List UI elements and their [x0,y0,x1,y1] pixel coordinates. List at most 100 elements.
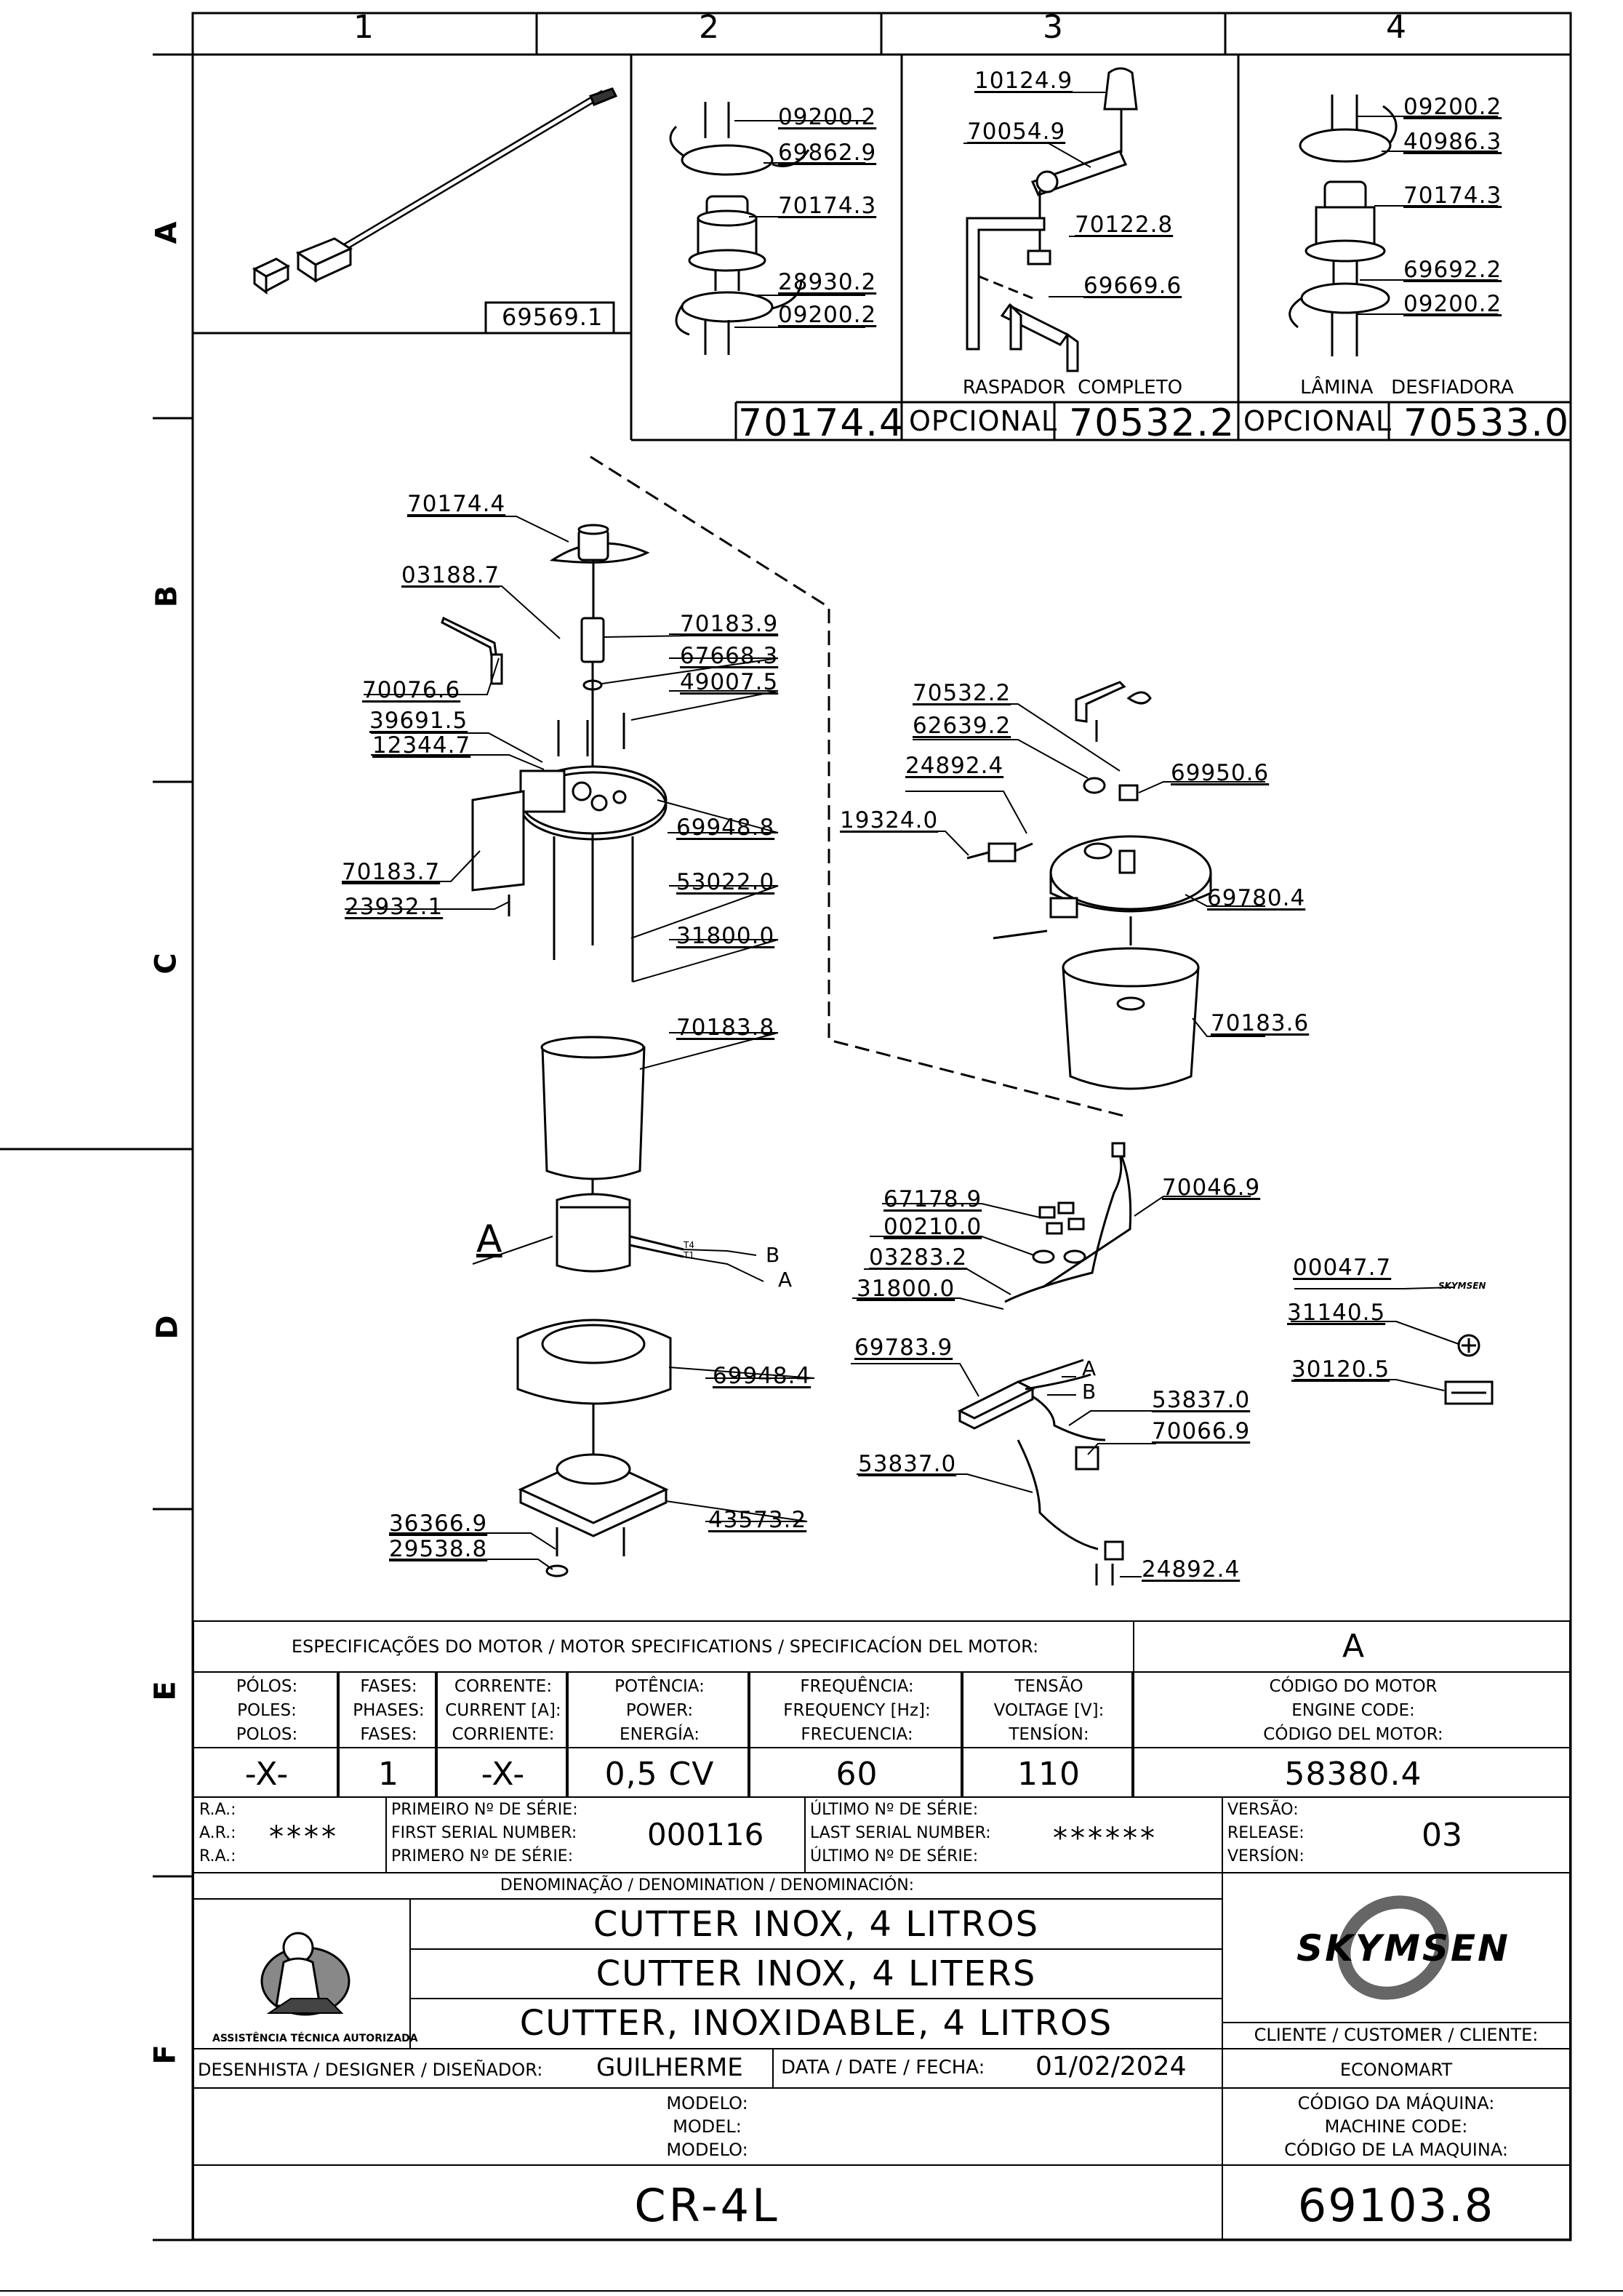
motor-spec-header-cell: FASES: PHASES: FASES: [338,1671,436,1748]
kit-code-70174-4: 70174.4 [738,401,905,445]
part-number: 36366.9 [389,1511,488,1537]
part-number: 70122.8 [1075,212,1174,238]
row-label-A: A [150,221,184,244]
column-label-1: 1 [353,9,374,46]
model-label: MODELO: [666,2093,748,2113]
part-number: 00210.0 [883,1214,982,1240]
part-number: 67668.3 [680,643,779,669]
first-serial-label: PRIMERO Nº DE SÉRIE: [391,1847,574,1865]
motor-spec-header-label: VOLTAGE [V]: [993,1701,1105,1720]
part-number: 69783.9 [854,1335,953,1361]
motor-spec-value: 1 [378,1756,399,1793]
part-number: 69692.2 [1403,257,1502,283]
first-serial-label: PRIMEIRO Nº DE SÉRIE: [391,1801,578,1819]
part-number: 70183.9 [680,611,779,637]
motor-spec-value: 58380.4 [1284,1756,1422,1793]
part-number: 70076.6 [362,677,461,703]
product-name-pt: CUTTER INOX, 4 LITROS [593,1904,1040,1945]
part-number: 69948.8 [676,815,775,841]
part-number: 23932.1 [345,894,444,920]
part-number: 00047.7 [1293,1255,1392,1281]
motor-spec-header-label: FREQUENCY [Hz]: [783,1701,931,1720]
part-number: 62639.2 [913,713,1011,739]
part-number: 40986.3 [1403,129,1502,155]
motor-spec-value-cell: -X- [193,1747,338,1798]
wire-label-B: B [1082,1380,1097,1404]
version-value: 03 [1422,1817,1462,1854]
part-number: 53837.0 [858,1451,957,1477]
part-number: 70183.7 [342,859,441,885]
product-name-en: CUTTER INOX, 4 LITERS [596,1953,1037,1994]
part-number: 70174.3 [1403,183,1502,209]
date-value: 01/02/2024 [1035,2052,1187,2081]
motor-spec-header-label: PÓLOS: [236,1677,298,1696]
shredder-caption: LÂMINA DESFIADORA [1300,377,1514,399]
brand-name: SKYMSEN [1297,1927,1510,1969]
motor-spec-header-label: ENERGÍA: [620,1725,700,1744]
motor-reference-letter: A [476,1217,502,1261]
motor-spec-header-label: PHASES: [353,1701,425,1720]
ra-label: R.A.: [199,1801,236,1819]
part-number: 39691.5 [369,708,468,734]
part-number: 70183.6 [1211,1010,1310,1036]
motor-spec-header-label: FREQUÊNCIA: [800,1677,914,1696]
part-number: 31800.0 [676,923,775,949]
part-number: 24892.4 [905,753,1004,779]
ra-label: A.R.: [199,1824,236,1842]
motor-spec-header-label: FASES: [360,1677,417,1696]
model-label: MODELO: [666,2140,748,2160]
part-number: 43573.2 [708,1507,807,1533]
seal-text: ASSISTÊNCIA TÉCNICA AUTORIZADA [212,2033,418,2044]
last-serial-label: ÚLTIMO Nº DE SÉRIE: [810,1847,979,1865]
machine-code-label: MACHINE CODE: [1324,2116,1468,2137]
row-label-D: D [151,1315,185,1340]
motor-spec-header-label: POLOS: [236,1725,298,1744]
model-label: MODEL: [673,2116,742,2137]
motor-spec-header-label: POTÊNCIA: [614,1677,705,1696]
optional-label-shredder: OPCIONAL [1243,405,1392,437]
part-number: 19324.0 [840,807,939,833]
part-number: 24892.4 [1142,1556,1241,1583]
designer-label: DESENHISTA / DESIGNER / DISEÑADOR: [198,2060,543,2080]
denomination-label: DENOMINAÇÃO / DENOMINATION / DENOMINACIÓ… [500,1876,915,1895]
motor-spec-header-label: POLES: [237,1701,297,1720]
skymsen-logo-icon [1337,1895,1449,2000]
last-serial-label: LAST SERIAL NUMBER: [810,1824,991,1842]
part-number: 69862.9 [778,140,877,166]
last-serial-label: ÚLTIMO Nº DE SÉRIE: [810,1801,979,1819]
motor-spec-header-label: TENSÍON: [1009,1725,1089,1744]
customer-label: CLIENTE / CUSTOMER / CLIENTE: [1254,2025,1539,2045]
part-number: 09200.2 [1403,94,1502,120]
wire-label-A: A [1082,1356,1097,1380]
wire-label-T1: T1 [684,1250,694,1260]
motor-spec-header-label: ENGINE CODE: [1291,1701,1415,1720]
part-number: 09200.2 [778,104,877,130]
wire-label-A: A [778,1268,793,1292]
optional-label-scraper: OPCIONAL [909,405,1058,437]
scraper-caption: RASPADOR COMPLETO [962,377,1183,399]
machine-code-label: CÓDIGO DA MÁQUINA: [1297,2093,1495,2113]
part-number: 31800.0 [857,1276,955,1302]
motor-spec-header-cell: PÓLOS: POLES: POLOS: [193,1671,338,1748]
motor-spec-header-label: CORRIENTE: [452,1725,555,1744]
part-number: 03188.7 [401,562,500,588]
part-number: 70174.4 [407,491,506,517]
part-number: 10124.9 [974,68,1073,94]
motor-spec-header-label: FRECUENCIA: [801,1725,913,1744]
part-number: 09200.2 [778,302,877,328]
machine-code-value: 69103.8 [1297,2179,1495,2232]
part-number: 30120.5 [1291,1356,1390,1383]
part-number: 28930.2 [778,269,877,295]
part-number: 53022.0 [676,869,775,895]
motor-spec-header-label: FASES: [360,1725,417,1744]
kit-code-70533-0: 70533.0 [1403,401,1571,445]
motor-spec-header-cell: FREQUÊNCIA: FREQUENCY [Hz]: FRECUENCIA: [749,1671,962,1748]
motor-spec-header-label: TENSÃO [1014,1677,1083,1696]
part-number: 69948.4 [713,1363,812,1389]
motor-spec-value: 0,5 CV [604,1756,715,1793]
motor-spec-value-cell: -X- [436,1747,567,1798]
first-serial-label: FIRST SERIAL NUMBER: [391,1824,577,1842]
last-serial-value: ****** [1053,1822,1158,1855]
motor-spec-value-cell: 1 [338,1747,436,1798]
part-number: 12344.7 [372,732,471,759]
